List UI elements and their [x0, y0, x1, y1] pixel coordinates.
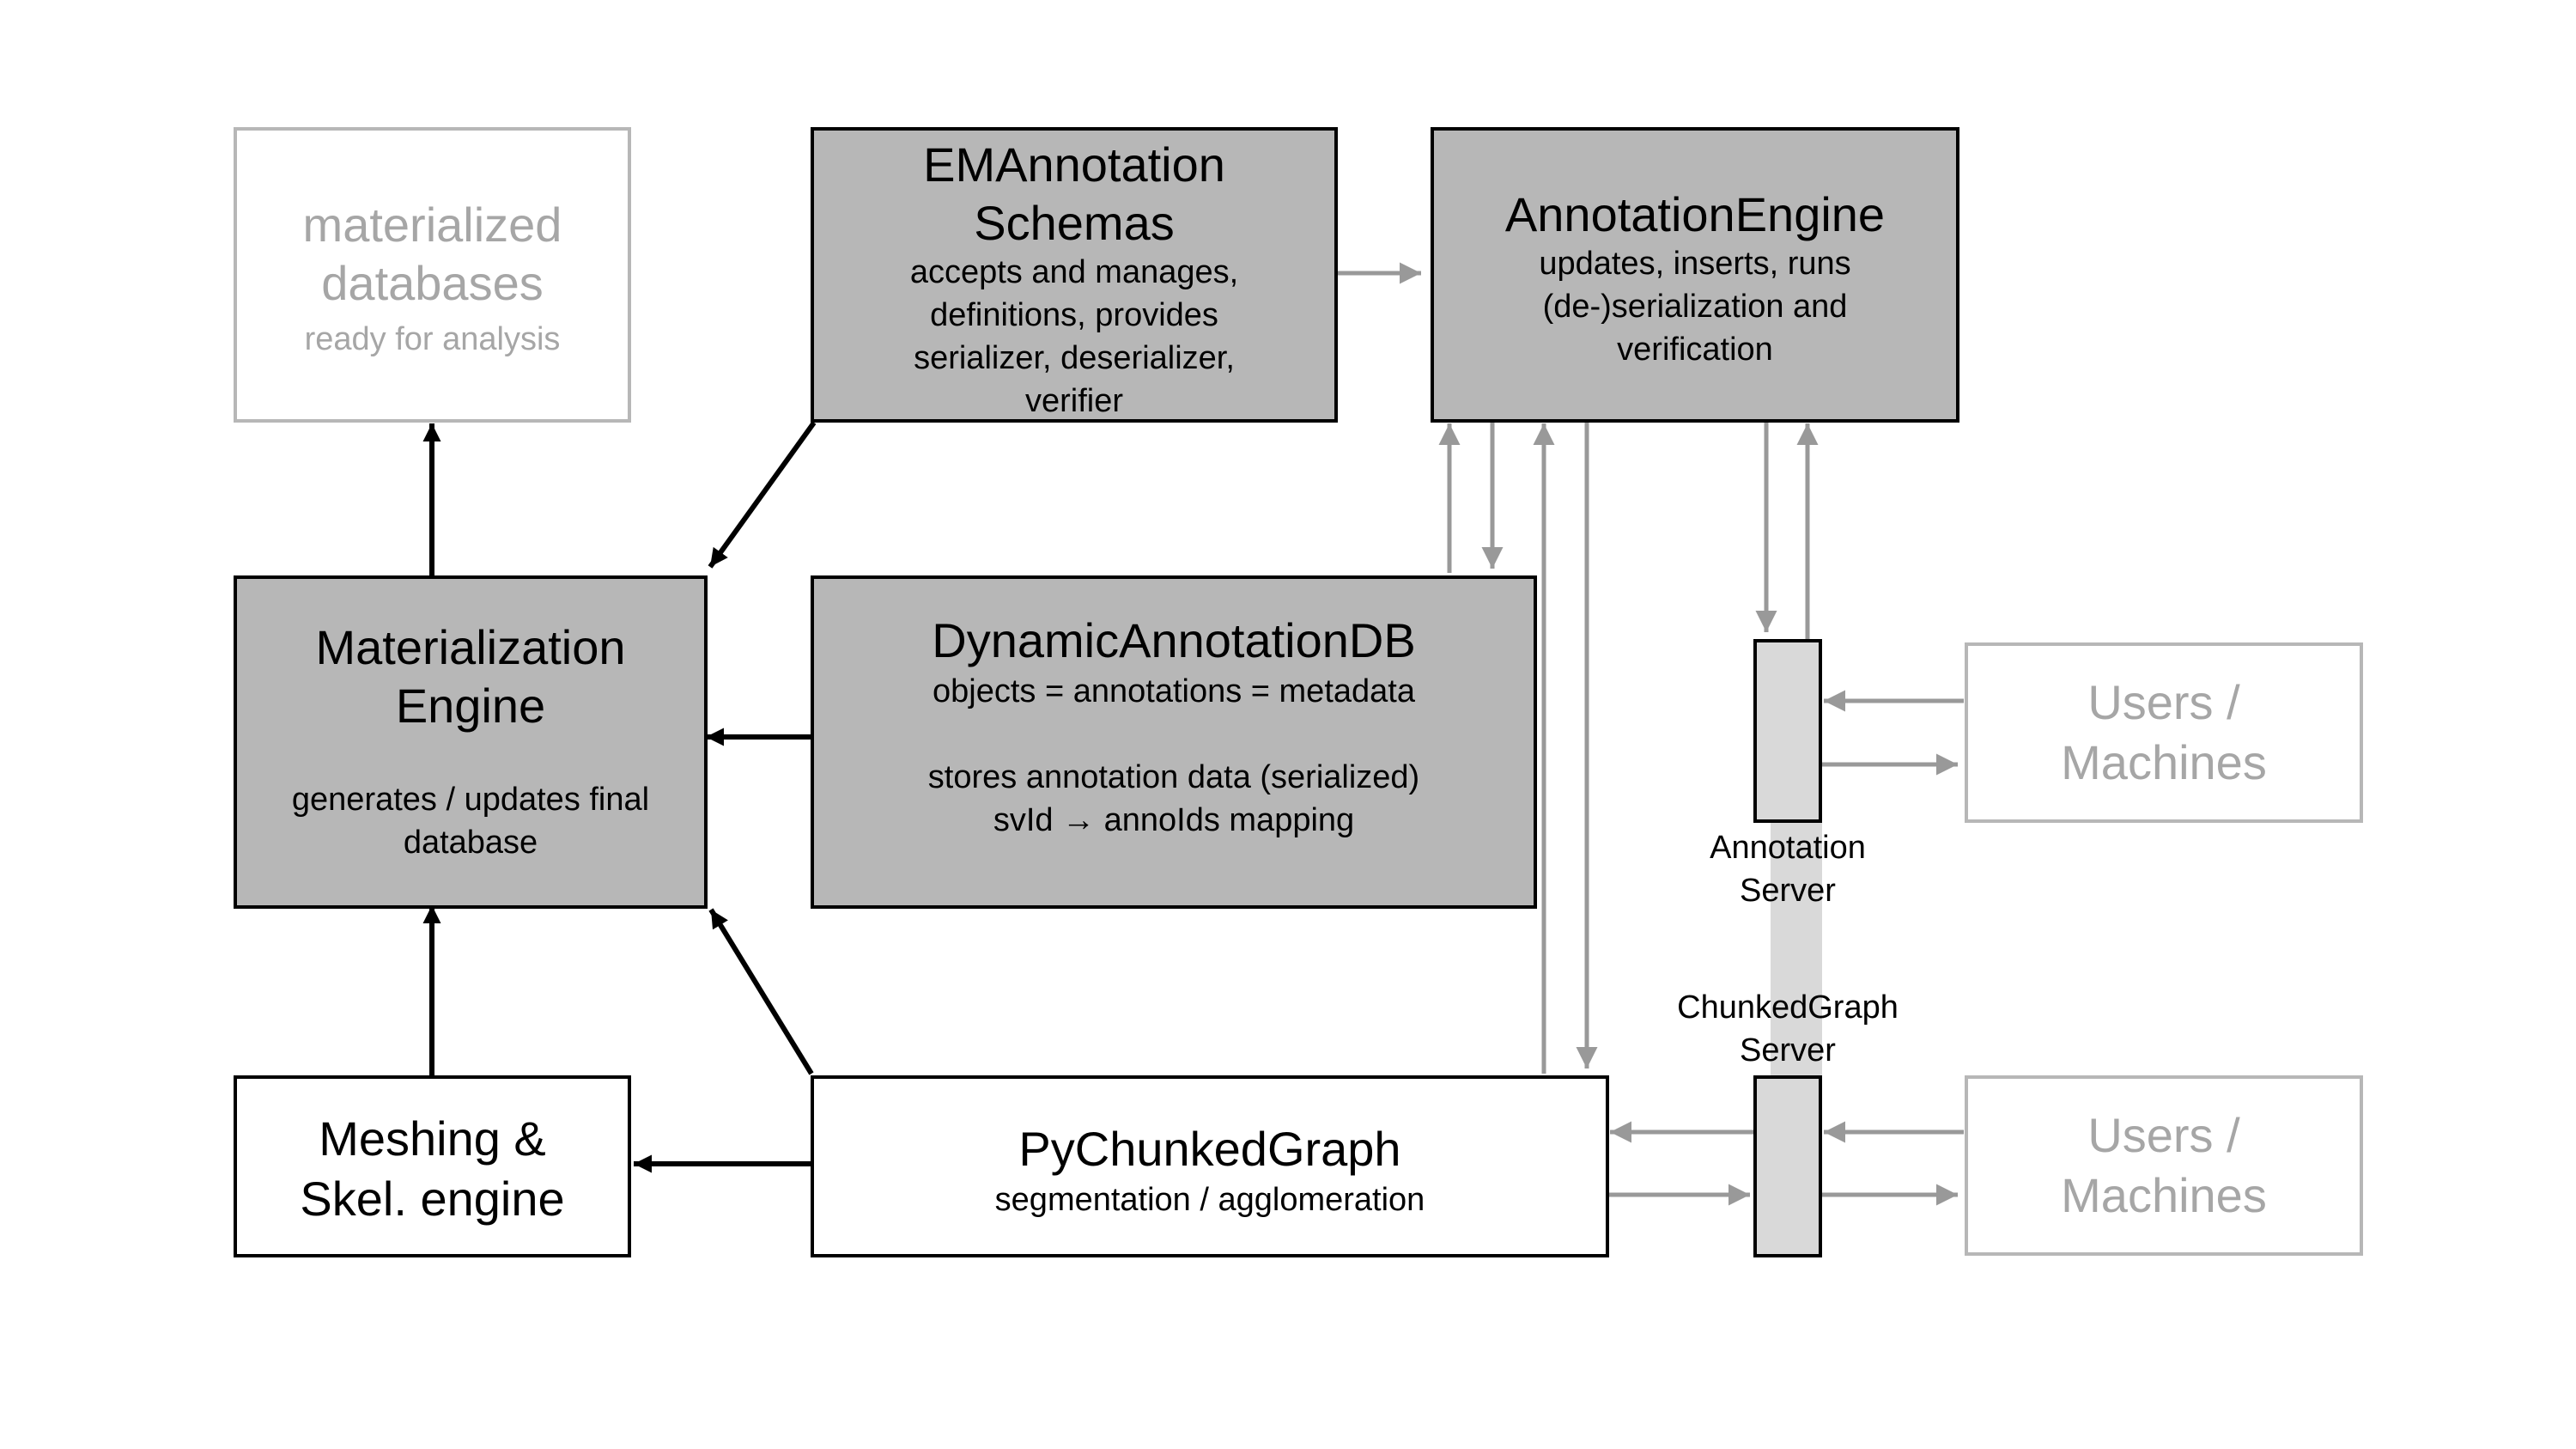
materialization-title-line1: Materialization: [315, 620, 626, 674]
annotation-engine-desc-line3: verification: [1617, 332, 1773, 368]
materialization-engine-box: Materialization Engine generates / updat…: [234, 575, 708, 909]
materialization-title-line2: Engine: [395, 679, 546, 733]
schemas-desc-line1: accepts and manages,: [909, 254, 1239, 290]
schemas-desc-line3: serializer, deserializer,: [914, 340, 1235, 376]
annotation-engine-box: AnnotationEngine updates, inserts, runs …: [1431, 127, 1959, 423]
users-machines-top-box: Users / Machines: [1965, 642, 2363, 823]
annotation-engine-desc-line2: (de-)serialization and: [1542, 289, 1848, 325]
dynamicdb-desc-line2: stores annotation data (serialized): [927, 759, 1420, 795]
schemas-title-line1: EMAnnotation: [923, 137, 1225, 192]
chunkedgraph-server-bar: [1753, 1075, 1822, 1257]
annotation-engine-title: AnnotationEngine: [1504, 187, 1886, 241]
meshing-title-line1: Meshing &: [319, 1111, 546, 1166]
materialization-desc-line2: database: [403, 825, 538, 861]
chunkedgraph-server-label-line2: Server: [1740, 1032, 1836, 1068]
materialized-db-title-line2: databases: [321, 256, 544, 310]
pychunkedgraph-desc: segmentation / agglomeration: [994, 1182, 1425, 1218]
annotation-server-bar: [1753, 639, 1822, 823]
dynamicdb-desc-line3: svId → annoIds mapping: [993, 802, 1355, 838]
arrow-schemas-to-materialization: [708, 421, 817, 569]
server-link-band: [1771, 823, 1822, 1077]
meshing-skel-engine-box: Meshing & Skel. engine: [234, 1075, 631, 1257]
annotation-server-label-line1: Annotation: [1710, 830, 1866, 866]
schemas-desc-line2: definitions, provides: [930, 297, 1218, 333]
users-top-title-line2: Machines: [2061, 735, 2267, 789]
annotation-engine-desc-line1: updates, inserts, runs: [1539, 246, 1851, 282]
materialization-desc-line1: generates / updates final: [291, 782, 650, 818]
users-machines-bottom-box: Users / Machines: [1965, 1075, 2363, 1256]
arrow-pychunkedgraph-to-materialization: [708, 908, 814, 1075]
schemas-desc-line4: verifier: [1024, 383, 1124, 419]
users-top-title-line1: Users /: [2087, 675, 2240, 729]
dynamic-annotation-db-box: DynamicAnnotationDB objects = annotation…: [811, 575, 1537, 909]
dynamicdb-title: DynamicAnnotationDB: [932, 613, 1416, 667]
meshing-title-line2: Skel. engine: [300, 1172, 565, 1226]
pychunkedgraph-box: PyChunkedGraph segmentation / agglomerat…: [811, 1075, 1609, 1257]
annotation-server-label-line2: Server: [1740, 873, 1836, 909]
dynamicdb-desc-line1: objects = annotations = metadata: [933, 673, 1415, 709]
materialized-db-subtitle: ready for analysis: [304, 321, 561, 357]
chunkedgraph-server-label-line1: ChunkedGraph: [1677, 989, 1899, 1026]
pychunkedgraph-title: PyChunkedGraph: [1018, 1122, 1401, 1176]
materialized-databases-box: materialized databases ready for analysi…: [234, 127, 631, 423]
users-bottom-title-line2: Machines: [2061, 1168, 2267, 1222]
schemas-title-line2: Schemas: [974, 196, 1175, 250]
materialized-db-title-line1: materialized: [302, 198, 562, 252]
emannotation-schemas-box: EMAnnotation Schemas accepts and manages…: [811, 127, 1338, 423]
users-bottom-title-line1: Users /: [2087, 1108, 2240, 1162]
